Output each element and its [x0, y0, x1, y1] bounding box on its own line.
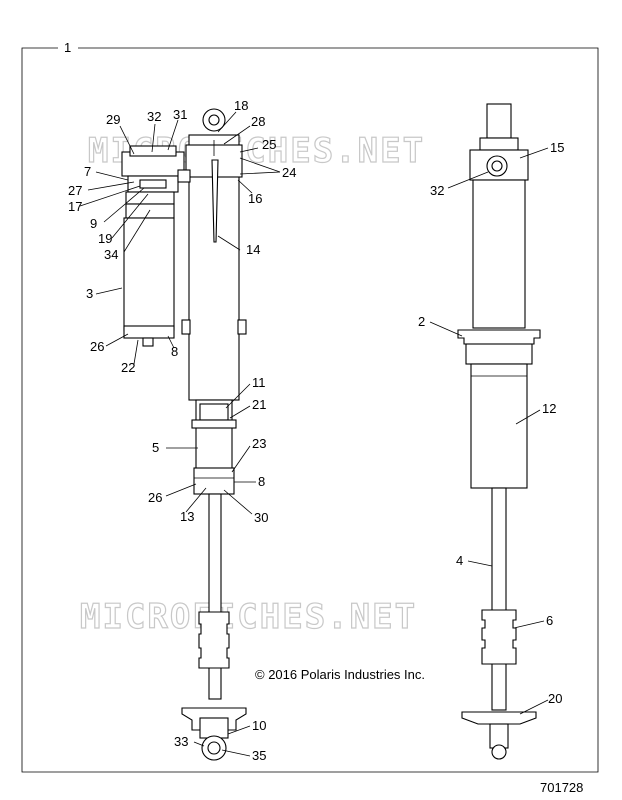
callout-22: 22 [121, 360, 135, 375]
callout-23: 23 [252, 436, 266, 451]
callout-6: 6 [546, 613, 553, 628]
assembly-callout: 1 [64, 40, 71, 55]
watermark-bottom: MICROFICHES.NET [80, 597, 417, 637]
callout-19: 19 [98, 231, 112, 246]
left-shock-assembly [181, 108, 247, 761]
callout-26-upper: 26 [90, 339, 104, 354]
callout-31: 31 [173, 107, 187, 122]
callout-29: 29 [106, 112, 120, 127]
callout-8-lower: 8 [258, 474, 265, 489]
callout-5: 5 [152, 440, 159, 455]
callout-2: 2 [418, 314, 425, 329]
callout-labels: 29 32 31 18 28 25 24 16 7 27 17 9 19 34 … [68, 98, 564, 763]
callout-27: 27 [68, 183, 82, 198]
callout-3: 3 [86, 286, 93, 301]
callout-28: 28 [251, 114, 265, 129]
callout-15: 15 [550, 140, 564, 155]
callout-10: 10 [252, 718, 266, 733]
copyright-notice: © 2016 Polaris Industries Inc. [255, 667, 425, 682]
callout-7: 7 [84, 164, 91, 179]
callout-12: 12 [542, 401, 556, 416]
callout-25: 25 [262, 137, 276, 152]
callout-24: 24 [282, 165, 296, 180]
leader-lines [79, 111, 549, 757]
callout-26-lower: 26 [148, 490, 162, 505]
callout-11: 11 [252, 375, 266, 390]
callout-30: 30 [254, 510, 268, 525]
diagram-frame [21, 47, 599, 773]
callout-35: 35 [252, 748, 266, 763]
callout-9: 9 [90, 216, 97, 231]
callout-32-right: 32 [430, 183, 444, 198]
right-shock-assembly [457, 103, 541, 760]
callout-16: 16 [248, 191, 262, 206]
callout-32-left: 32 [147, 109, 161, 124]
callout-13: 13 [180, 509, 194, 524]
callout-18: 18 [234, 98, 248, 113]
callout-8-upper: 8 [171, 344, 178, 359]
callout-14: 14 [246, 242, 260, 257]
callout-21: 21 [252, 397, 266, 412]
drawing-number: 701728 [540, 780, 583, 795]
callout-4: 4 [456, 553, 463, 568]
callout-20: 20 [548, 691, 562, 706]
callout-17: 17 [68, 199, 82, 214]
callout-33: 33 [174, 734, 188, 749]
callout-34: 34 [104, 247, 118, 262]
reservoir-assembly [121, 145, 191, 347]
